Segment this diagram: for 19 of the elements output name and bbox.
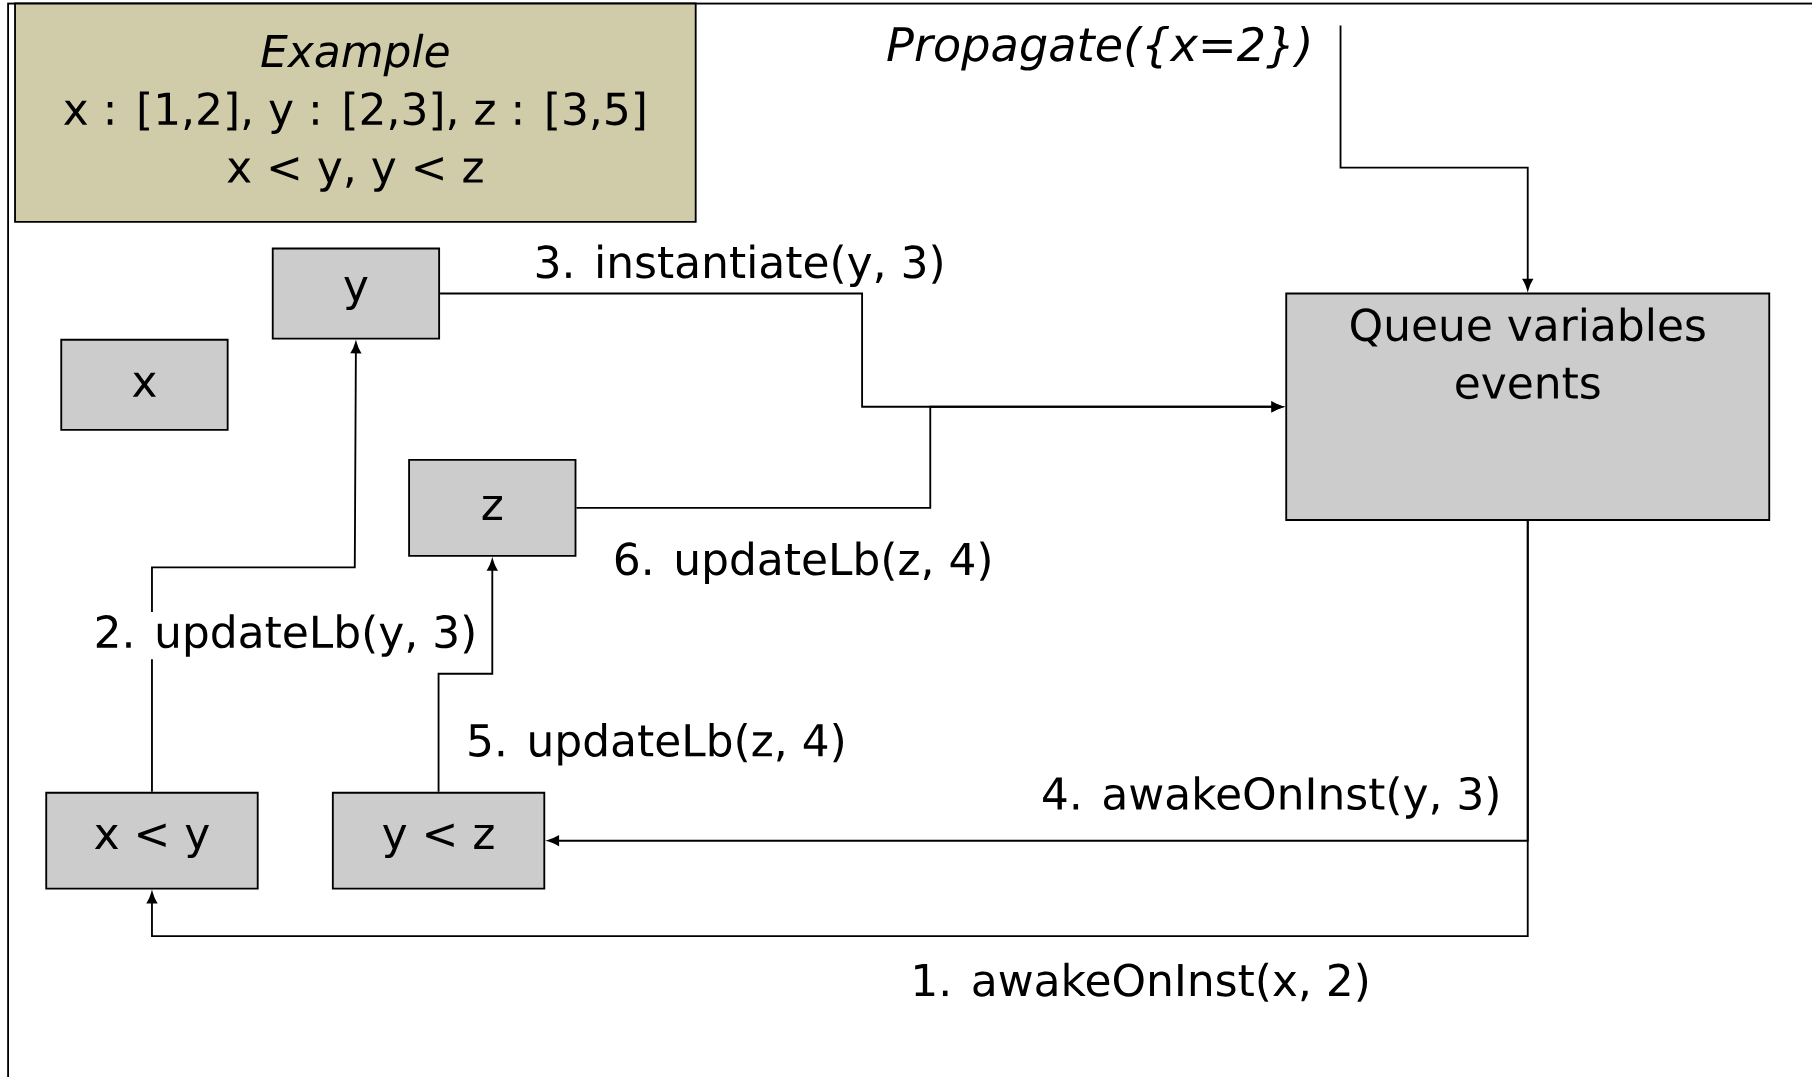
- arrow: [146, 520, 1529, 937]
- arrow: [1339, 24, 1533, 291]
- edge-label: 6. updateLb(z, 4): [610, 539, 996, 587]
- arrow: [575, 401, 1283, 509]
- variable-box: x: [60, 338, 229, 431]
- example-box: Example x : [1,2], y : [2,3], z : [3,5] x < y, y < z: [14, 2, 697, 223]
- constraint-box: x < y: [45, 791, 259, 890]
- edge-label: 3. instantiate(y, 3): [531, 242, 948, 290]
- arrow: [437, 559, 498, 793]
- variable-box: z: [408, 459, 577, 557]
- edge-label: 5. updateLb(z, 4): [463, 720, 850, 768]
- constraint-box: y < z: [331, 791, 546, 890]
- process-box: Queue variables events: [1285, 292, 1771, 521]
- call-text: Propagate({x=2}): [887, 25, 1309, 71]
- edge-label: 4. awakeOnInst(y, 3): [1038, 773, 1504, 821]
- edge-label: 1. awakeOnInst(x, 2): [908, 960, 1374, 1005]
- variable-box: y: [271, 247, 441, 340]
- edge-label: 2. updateLb(y, 3): [91, 612, 480, 660]
- arrow: [151, 342, 361, 793]
